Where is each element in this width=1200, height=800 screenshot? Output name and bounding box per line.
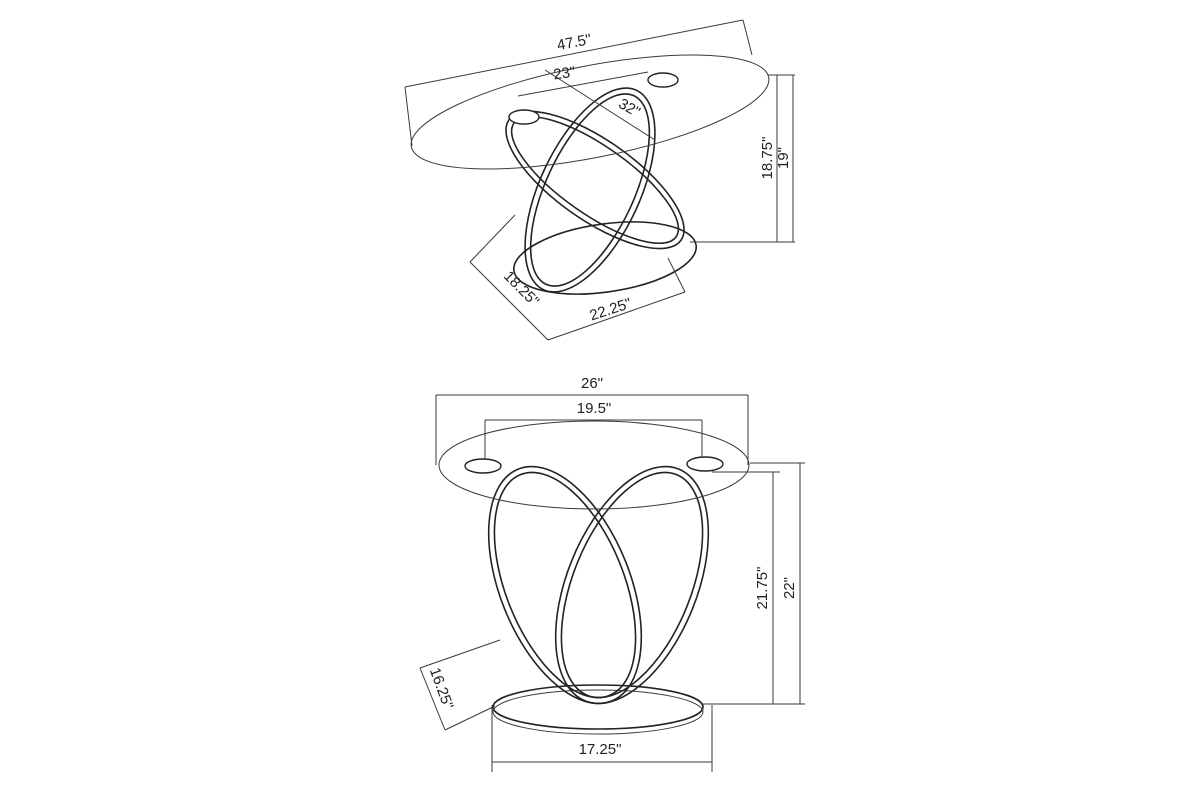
end-inner-width: 19.5" (577, 400, 612, 417)
coffee-puck-right (647, 72, 679, 88)
end-base-diameter: 17.25" (579, 741, 622, 758)
coffee-base-length: 22.25" (588, 295, 634, 324)
coffee-loop-1-inner (529, 93, 651, 287)
coffee-overall-height: 19" (775, 147, 792, 169)
coffee-inner-length: 23" (552, 64, 576, 84)
coffee-table-drawing: 47.5" 23" 32" 18.75" 19" 18.25" 22.25" (404, 19, 795, 341)
end-glass-top (438, 420, 750, 510)
coffee-loop-2 (505, 110, 685, 250)
coffee-frame-height: 18.75" (759, 137, 776, 180)
end-puck-right (686, 456, 724, 472)
end-loop-2 (554, 465, 710, 705)
end-puck-left (464, 458, 502, 474)
coffee-loop-2-inner (510, 115, 680, 245)
end-overall-height: 22" (781, 577, 798, 599)
end-base-ring (492, 684, 704, 730)
end-top-diameter: 26" (581, 375, 603, 392)
coffee-loop-1 (524, 87, 656, 293)
coffee-puck-left (508, 109, 540, 125)
end-frame-height: 21.75" (754, 567, 771, 610)
end-table-drawing: 26" 19.5" 21.75" 22" 16.25" 17.25" (419, 375, 805, 772)
coffee-glass-top (410, 54, 770, 170)
coffee-overall-length: 47.5" (556, 31, 593, 54)
end-base-depth: 16.25" (426, 665, 457, 711)
